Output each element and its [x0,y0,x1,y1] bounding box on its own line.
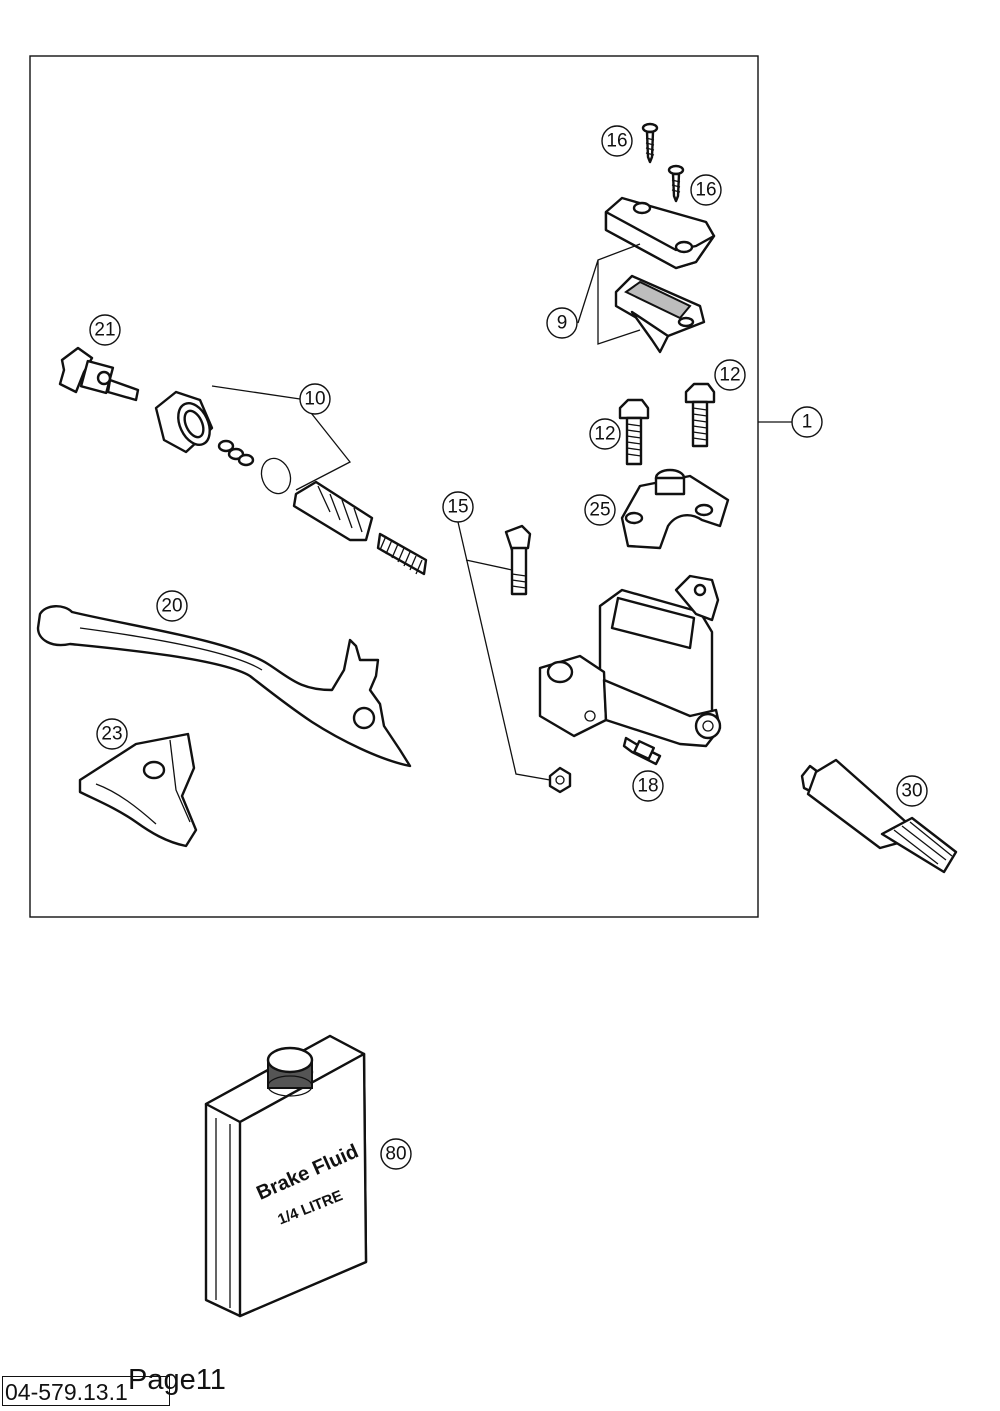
leader-10 [211,385,351,491]
diaphragm-9 [614,274,706,354]
pivot-bolt-15 [504,524,532,596]
callout-21: 21 [89,314,121,346]
page-number: Page11 [128,1364,226,1396]
callout-16-bottom: 16 [690,174,722,206]
svg-text:15: 15 [447,497,468,518]
bolt-12-left [618,398,650,466]
svg-text:9: 9 [557,313,568,334]
svg-text:25: 25 [589,500,610,521]
svg-text:18: 18 [637,776,658,797]
svg-text:30: 30 [901,781,922,802]
callout-10: 10 [299,383,331,415]
document-code: 04-579.13.1 [2,1376,170,1406]
callout-30: 30 [896,775,928,807]
callout-80: 80 [380,1138,412,1170]
svg-text:21: 21 [94,320,115,341]
svg-text:23: 23 [101,724,122,745]
assembly-frame [29,55,759,918]
callout-16-top: 16 [601,125,633,157]
callout-25: 25 [584,494,616,526]
svg-text:16: 16 [606,131,627,152]
svg-text:16: 16 [695,180,716,201]
brake-hose-30 [800,758,958,874]
callout-12-right: 12 [714,359,746,391]
nut-15 [548,766,572,794]
piston-kit-10 [154,390,428,576]
master-cylinder-body [538,574,722,748]
leader-9 [577,243,641,345]
screw-16-bottom [667,164,685,203]
lever-cover-23 [78,732,198,848]
svg-text:10: 10 [304,389,325,410]
bleeder-18 [622,736,662,766]
svg-text:12: 12 [719,365,740,386]
callout-12-left: 12 [589,418,621,450]
callout-18: 18 [632,770,664,802]
svg-text:20: 20 [161,596,182,617]
reservoir-cover-9 [604,196,716,270]
callout-15: 15 [442,491,474,523]
callout-9: 9 [546,307,578,339]
adjuster-21 [58,346,140,402]
screw-16-top [641,122,659,164]
leader-15 [457,521,551,781]
bolt-12-right [684,382,716,448]
lever-20 [36,605,412,768]
svg-text:1: 1 [802,412,813,433]
brake-fluid-bottle-80 [204,1034,368,1318]
svg-text:80: 80 [385,1144,406,1165]
callout-1: 1 [791,406,823,438]
clamp-25 [620,468,730,550]
callout-20: 20 [156,590,188,622]
callout-23: 23 [96,718,128,750]
svg-text:12: 12 [594,424,615,445]
